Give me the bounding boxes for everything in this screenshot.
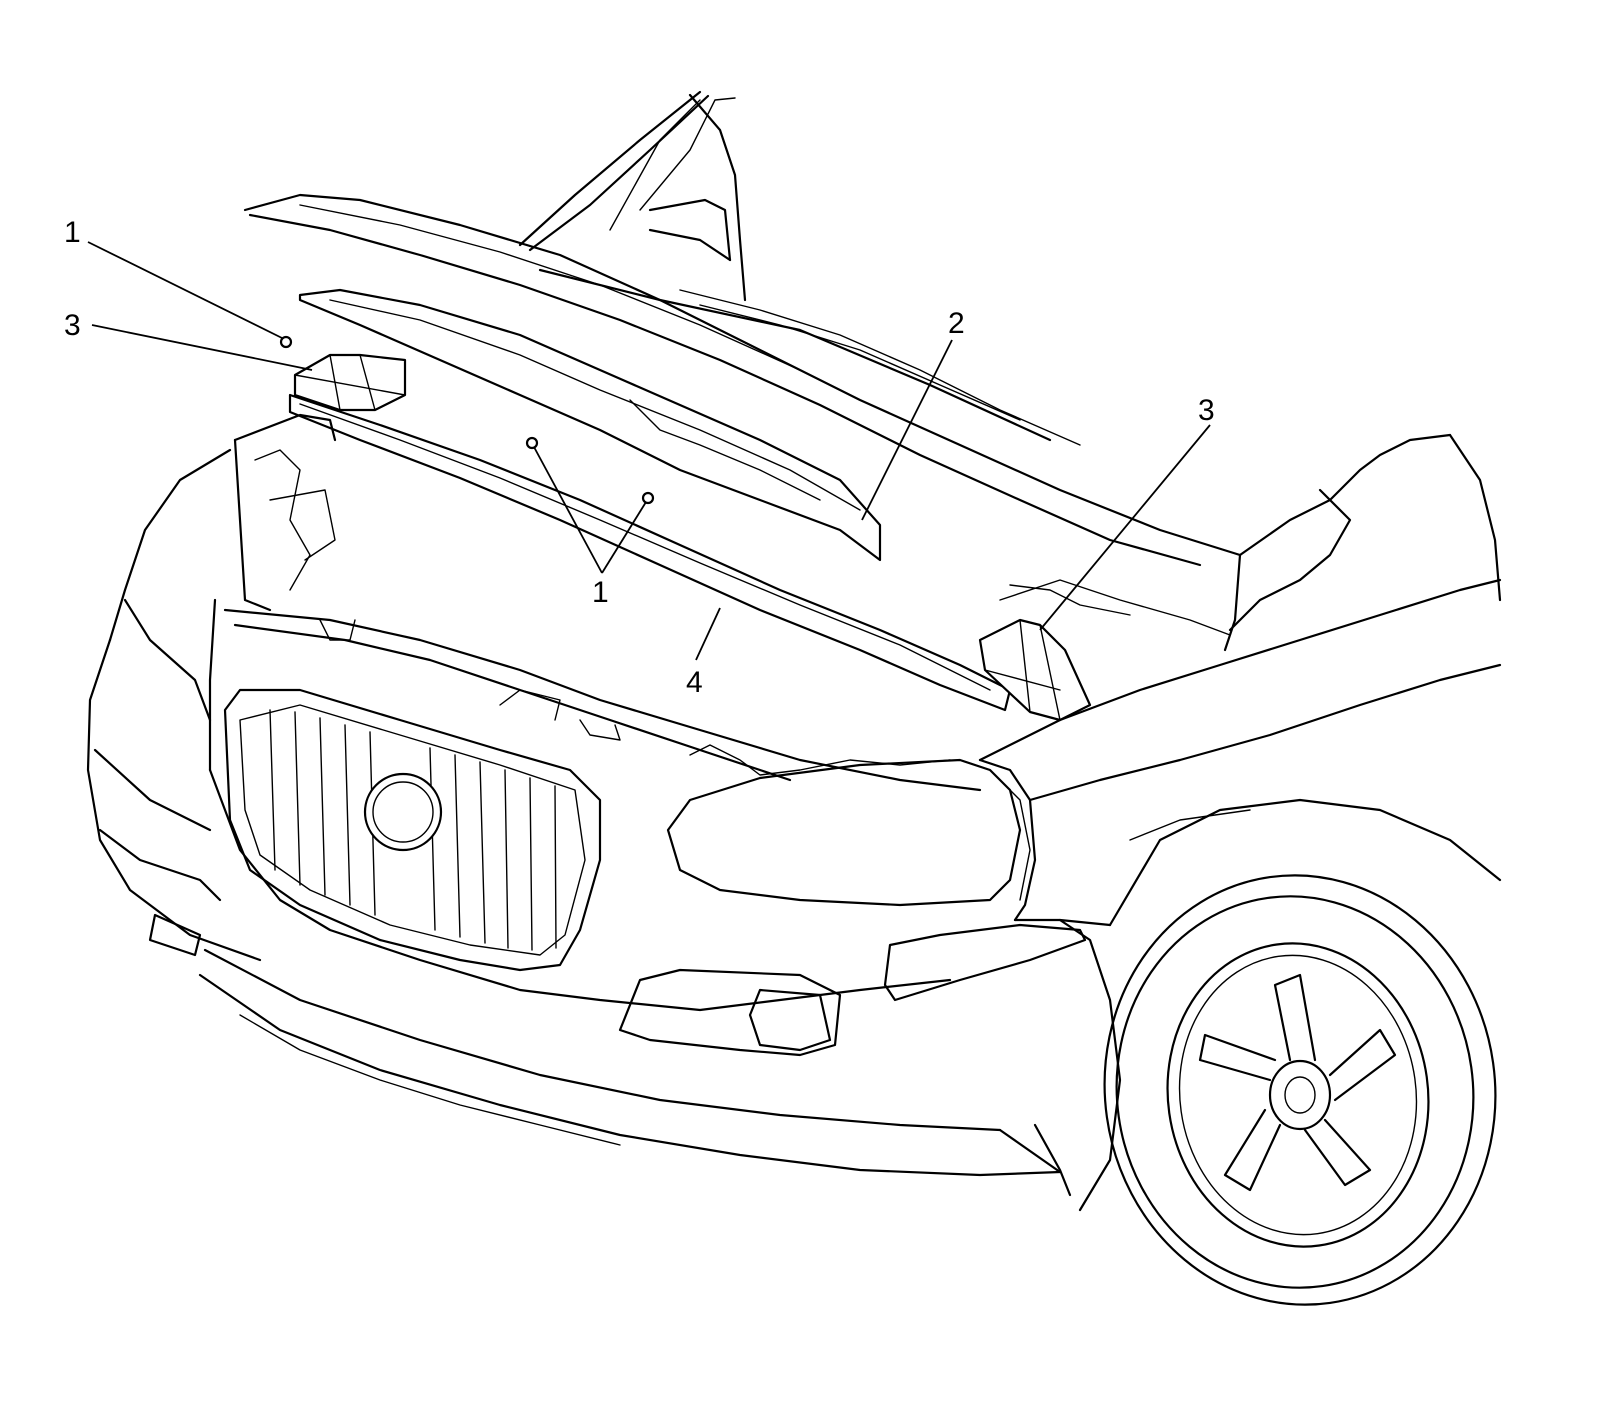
- leader-lines: [87, 241, 1211, 661]
- callout-1-center: 1: [592, 576, 609, 609]
- callout-2: 2: [948, 307, 965, 340]
- fastener-left: [279, 335, 293, 349]
- windshield-area: [518, 90, 1081, 446]
- fasteners: [279, 335, 655, 505]
- fender: [978, 433, 1502, 1212]
- leader-1-left: [87, 241, 283, 339]
- headlamp: [666, 758, 1037, 922]
- leader-1-center-b: [601, 501, 647, 574]
- front-fascia: [86, 448, 1087, 1177]
- callout-3-left: 3: [64, 309, 81, 342]
- air-guide-right: [978, 618, 1092, 722]
- fastener-center-a: [525, 436, 539, 450]
- grille: [223, 688, 602, 972]
- callout-4: 4: [686, 666, 703, 699]
- leader-1-center-a: [533, 446, 603, 574]
- leader-3-right: [1039, 424, 1211, 631]
- leader-3-left: [91, 324, 313, 371]
- callout-3-right: 3: [1198, 394, 1215, 427]
- leader-4: [695, 607, 721, 661]
- leader-2: [861, 339, 953, 521]
- lower-radiator-seal: [288, 393, 1012, 712]
- upper-hood-seal: [298, 288, 882, 562]
- wheel: [1103, 874, 1497, 1306]
- callout-labels: 1 3 2 3 1 4: [64, 216, 1215, 699]
- callout-1-left: 1: [64, 216, 81, 249]
- fastener-center-b: [641, 491, 655, 505]
- hood-panel: [243, 193, 1242, 652]
- air-guide-left: [293, 353, 407, 412]
